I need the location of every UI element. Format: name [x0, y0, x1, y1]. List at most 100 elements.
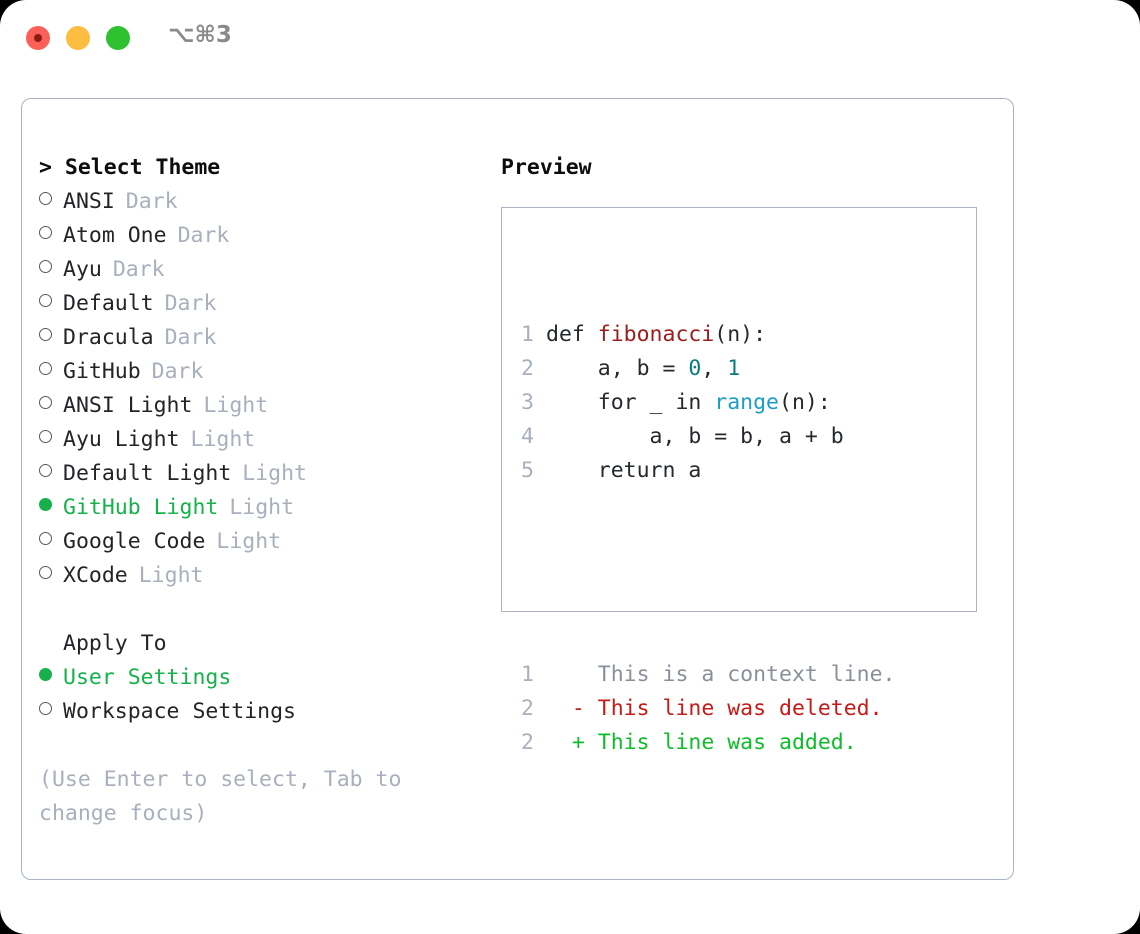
- code-token-plain: a, b = b, a + b: [546, 424, 844, 449]
- radio-unselected-icon[interactable]: [39, 260, 52, 273]
- theme-option-tag: Light: [138, 563, 204, 588]
- keyboard-hint: (Use Enter to select, Tab to change focu…: [39, 767, 415, 826]
- code-token-plain: for _ in: [546, 390, 715, 415]
- code-line: 4 a, b = b, a + b: [520, 420, 896, 454]
- code-token-plain: (n):: [779, 390, 831, 415]
- theme-option-4[interactable]: Dracula Dark: [39, 321, 489, 355]
- radio-unselected-icon[interactable]: [39, 294, 52, 307]
- list-spacer: [39, 593, 489, 627]
- close-window-button[interactable]: [26, 26, 50, 50]
- diff-line-number: 2: [521, 696, 534, 721]
- keyboard-shortcut-label: ⌥⌘3: [168, 22, 232, 48]
- radio-unselected-icon[interactable]: [39, 328, 52, 341]
- radio-selected-icon[interactable]: [39, 498, 52, 511]
- radio-unselected-icon[interactable]: [39, 362, 52, 375]
- theme-option-tag: Light: [216, 529, 282, 554]
- diff-line-text: + This line was added.: [546, 730, 857, 755]
- theme-option-label: GitHub Light: [63, 495, 219, 520]
- theme-option-1[interactable]: Atom One Dark: [39, 219, 489, 253]
- theme-option-label: ANSI Light: [63, 393, 193, 418]
- code-token-func: fibonacci: [597, 322, 715, 347]
- diff-line-ctx: 1 This is a context line.: [520, 658, 896, 692]
- code-line-number: 4: [521, 424, 534, 449]
- code-token-plain: ,: [701, 356, 728, 381]
- apply-option-0[interactable]: User Settings: [39, 661, 489, 695]
- radio-unselected-icon[interactable]: [39, 702, 52, 715]
- radio-unselected-icon[interactable]: [39, 192, 52, 205]
- radio-unselected-icon[interactable]: [39, 532, 52, 545]
- theme-option-label: Google Code: [63, 529, 206, 554]
- theme-option-label: Ayu: [63, 257, 102, 282]
- apply-option-label: User Settings: [63, 665, 232, 690]
- theme-option-tag: Dark: [151, 359, 204, 384]
- code-token-plain: return a: [546, 458, 702, 483]
- theme-option-6[interactable]: ANSI Light Light: [39, 389, 489, 423]
- radio-selected-icon[interactable]: [39, 668, 52, 681]
- diff-lines: 1 This is a context line.2 - This line w…: [520, 658, 896, 760]
- apply-option-1[interactable]: Workspace Settings: [39, 695, 489, 729]
- theme-option-tag: Dark: [177, 223, 230, 248]
- theme-option-label: Ayu Light: [63, 427, 180, 452]
- theme-option-tag: Light: [242, 461, 308, 486]
- diff-line-text: - This line was deleted.: [546, 696, 883, 721]
- select-theme-header: > Select Theme: [39, 155, 221, 180]
- code-line-number: 1: [521, 322, 534, 347]
- code-line-number: 3: [521, 390, 534, 415]
- minimize-window-button[interactable]: [66, 26, 90, 50]
- code-line-number: 2: [521, 356, 534, 381]
- diff-line-text: This is a context line.: [546, 662, 896, 687]
- code-line: 5 return a: [520, 454, 896, 488]
- diff-line-number: 2: [521, 730, 534, 755]
- radio-unselected-icon[interactable]: [39, 396, 52, 409]
- diff-line-add: 2 + This line was added.: [520, 726, 896, 760]
- theme-option-2[interactable]: Ayu Dark: [39, 253, 489, 287]
- code-token-num: 1: [727, 356, 741, 381]
- theme-option-11[interactable]: XCode Light: [39, 559, 489, 593]
- theme-option-label: Dracula: [63, 325, 154, 350]
- theme-option-label: Atom One: [63, 223, 167, 248]
- code-token-plain: a, b =: [546, 356, 689, 381]
- theme-option-7[interactable]: Ayu Light Light: [39, 423, 489, 457]
- theme-option-9[interactable]: GitHub Light Light: [39, 491, 489, 525]
- theme-option-label: Default: [63, 291, 154, 316]
- radio-unselected-icon[interactable]: [39, 226, 52, 239]
- theme-option-label: ANSI: [63, 189, 115, 214]
- apply-option-label: Workspace Settings: [63, 699, 296, 724]
- code-token-plain: def: [546, 322, 598, 347]
- theme-option-tag: Light: [229, 495, 295, 520]
- diff-line-del: 2 - This line was deleted.: [520, 692, 896, 726]
- theme-option-5[interactable]: GitHub Dark: [39, 355, 489, 389]
- code-token-plain: (n):: [714, 322, 767, 347]
- code-diff-separator: [520, 556, 896, 590]
- theme-option-tag: Dark: [125, 189, 178, 214]
- theme-option-3[interactable]: Default Dark: [39, 287, 489, 321]
- theme-option-10[interactable]: Google Code Light: [39, 525, 489, 559]
- radio-unselected-icon[interactable]: [39, 430, 52, 443]
- theme-option-0[interactable]: ANSI Dark: [39, 185, 489, 219]
- theme-option-tag: Dark: [112, 257, 165, 282]
- radio-unselected-icon[interactable]: [39, 464, 52, 477]
- theme-option-tag: Light: [203, 393, 269, 418]
- theme-option-tag: Light: [190, 427, 256, 452]
- theme-option-label: GitHub: [63, 359, 141, 384]
- code-token-builtin: range: [714, 390, 780, 415]
- apply-to-label: Apply To: [63, 631, 167, 656]
- maximize-window-button[interactable]: [106, 26, 130, 50]
- title-bar: ⌥⌘3: [0, 0, 1140, 78]
- code-token-num: 0: [688, 356, 702, 381]
- theme-option-8[interactable]: Default Light Light: [39, 457, 489, 491]
- theme-option-label: Default Light: [63, 461, 232, 486]
- theme-option-tag: Dark: [164, 291, 217, 316]
- radio-unselected-icon[interactable]: [39, 566, 52, 579]
- diff-line-number: 1: [521, 662, 534, 687]
- theme-option-label: XCode: [63, 563, 128, 588]
- theme-option-tag: Dark: [164, 325, 217, 350]
